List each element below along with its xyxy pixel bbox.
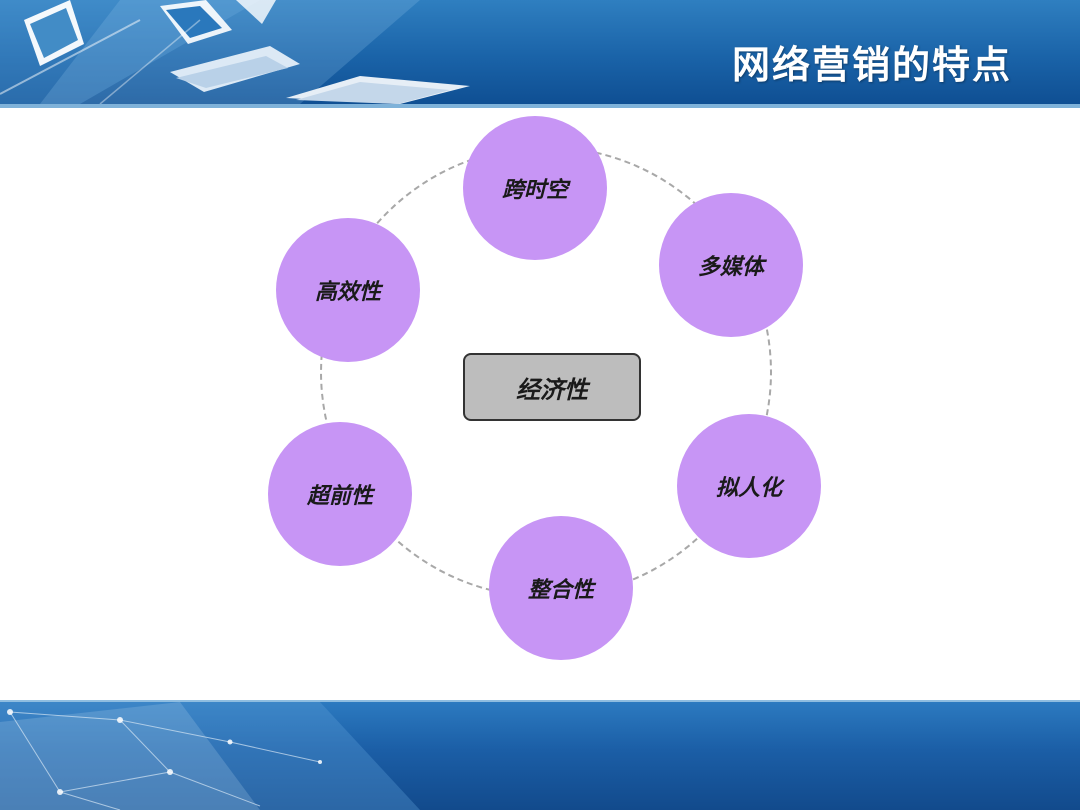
node-label: 跨时空 xyxy=(501,177,568,203)
node-label: 超前性 xyxy=(306,483,373,509)
header-band: 网络营销的特点 xyxy=(0,0,1080,104)
slide-title: 网络营销的特点 xyxy=(731,43,1012,87)
header-decoration xyxy=(0,0,470,104)
header-divider xyxy=(0,104,1080,108)
node-lower-right: 拟人化 xyxy=(677,414,821,558)
node-label: 拟人化 xyxy=(715,475,782,501)
footer-band xyxy=(0,702,1080,810)
node-bottom: 整合性 xyxy=(489,516,633,660)
node-label: 高效性 xyxy=(314,279,381,305)
footer-network-decoration xyxy=(0,702,420,810)
node-upper-right: 多媒体 xyxy=(659,193,803,337)
node-upper-left: 高效性 xyxy=(276,218,420,362)
node-label: 整合性 xyxy=(527,577,594,603)
center-box: 经济性 xyxy=(463,353,641,421)
node-lower-left: 超前性 xyxy=(268,422,412,566)
footer-divider xyxy=(0,700,1080,703)
center-label: 经济性 xyxy=(516,374,588,404)
node-label: 多媒体 xyxy=(697,254,764,280)
node-top: 跨时空 xyxy=(463,116,607,260)
features-diagram: 跨时空 多媒体 拟人化 整合性 超前性 高效性 经济性 xyxy=(0,108,1080,702)
